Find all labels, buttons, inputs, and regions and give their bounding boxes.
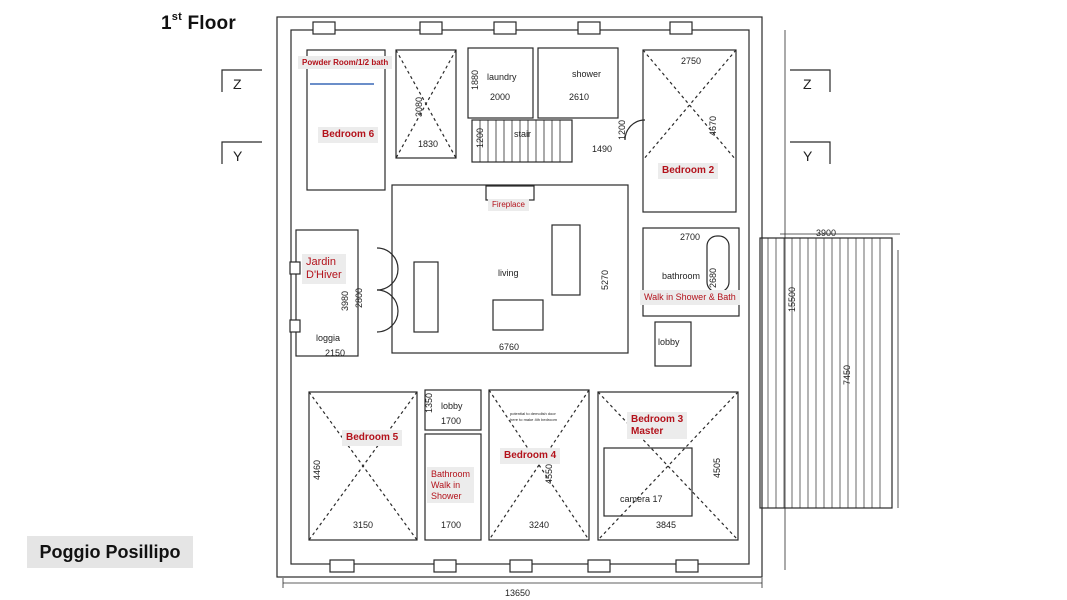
label-fireplace: Fireplace xyxy=(488,199,529,211)
note-text-1: potential to demolish door xyxy=(510,411,556,416)
dim-2800: 2800 xyxy=(354,288,364,308)
lobby-center-text: lobby xyxy=(441,401,463,411)
laundry-outline xyxy=(467,47,534,119)
dim-4505: 4505 xyxy=(712,458,722,478)
loggia-text: loggia xyxy=(316,333,340,343)
bedroom-3-outline xyxy=(597,391,739,541)
section-z-right: Z xyxy=(803,76,812,92)
dim-15500: 15500 xyxy=(787,287,797,312)
dim-3150: 3150 xyxy=(353,520,373,530)
terrace-outline xyxy=(759,237,893,509)
outer-wall xyxy=(276,16,763,578)
label-bedroom-4: Bedroom 4 xyxy=(500,448,561,464)
label-powder-room: Powder Room/1/2 bath xyxy=(298,56,393,70)
section-marker-z-right xyxy=(790,69,831,92)
dim-4460: 4460 xyxy=(312,460,322,480)
dim-13650: 13650 xyxy=(505,588,530,598)
dim-1200-a: 1200 xyxy=(475,128,485,148)
dim-2150: 2150 xyxy=(325,348,345,358)
dim-6760: 6760 xyxy=(499,342,519,352)
bed-bedroom-3 xyxy=(603,447,693,517)
dim-4550: 4550 xyxy=(544,464,554,484)
stair-outline xyxy=(471,119,573,163)
shower-text: shower xyxy=(572,69,601,79)
dim-5270: 5270 xyxy=(600,270,610,290)
dim-2610: 2610 xyxy=(569,92,589,102)
brand-name: Poggio Posillipo xyxy=(39,541,181,562)
bathroom-text: bathroom xyxy=(662,271,700,281)
bedroom-4-outline xyxy=(488,389,590,541)
dim-3845: 3845 xyxy=(656,520,676,530)
dim-1700-b: 1700 xyxy=(441,520,461,530)
label-bedroom-3-line-1: Bedroom 3 xyxy=(631,414,684,425)
label-jardin-line-1: Jardin xyxy=(306,256,336,268)
lobby-right-text: lobby xyxy=(658,337,680,347)
camera-text: camera 17 xyxy=(620,494,663,504)
section-marker-z-left xyxy=(221,69,262,92)
loggia-outline xyxy=(295,229,359,357)
section-y-left: Y xyxy=(233,148,243,164)
laundry-text: laundry xyxy=(487,72,517,82)
floor-suffix: st xyxy=(171,11,182,23)
dim-1880: 1880 xyxy=(470,70,480,90)
dim-1490: 1490 xyxy=(592,144,612,154)
dim-1200-b: 1200 xyxy=(617,120,627,140)
dim-1350: 1350 xyxy=(424,393,434,413)
label-bedroom-3-master: Bedroom 3 Master xyxy=(627,412,688,439)
bathroom-walk-in-outline xyxy=(424,433,482,541)
floor-number: 1 xyxy=(161,13,172,34)
dim-4670: 4670 xyxy=(708,116,718,136)
dim-1700-a: 1700 xyxy=(441,416,461,426)
sofa-left xyxy=(413,261,439,333)
section-y-right: Y xyxy=(803,148,813,164)
note-text-2: here to make 4th bedroom xyxy=(510,417,558,422)
living-text: living xyxy=(498,268,519,278)
floor-title: 1st Floor xyxy=(161,11,236,35)
dim-1830: 1830 xyxy=(418,139,438,149)
bathroom-outline xyxy=(642,227,740,317)
dim-2750: 2750 xyxy=(681,56,701,66)
label-bath-walk-line-2: Walk in xyxy=(431,479,461,490)
dim-2680: 2680 xyxy=(708,268,718,288)
label-bath-walk-line-3: Shower xyxy=(431,490,462,501)
dim-3900: 3900 xyxy=(816,228,836,238)
label-jardin-dhiver: Jardin D'Hiver xyxy=(302,254,346,285)
shower-outline xyxy=(537,47,619,119)
sofa-right xyxy=(551,224,581,296)
sofa-bottom xyxy=(492,299,544,331)
floor-word: Floor xyxy=(187,13,236,34)
dim-2700: 2700 xyxy=(680,232,700,242)
fireplace-outline xyxy=(485,185,535,201)
dim-3240: 3240 xyxy=(529,520,549,530)
brand-box: Poggio Posillipo xyxy=(27,536,193,568)
section-marker-y-left xyxy=(221,141,262,164)
label-walk-in-shower-bath: Walk in Shower & Bath xyxy=(640,290,740,305)
section-marker-y-right xyxy=(790,141,831,164)
powder-room-outline xyxy=(395,49,457,159)
dim-3980: 3980 xyxy=(340,291,350,311)
dim-7450: 7450 xyxy=(842,365,852,385)
stair-text: stair xyxy=(514,129,531,139)
label-bathroom-walk-in-shower: Bathroom Walk in Shower xyxy=(427,467,475,504)
bedroom-6-outline xyxy=(306,49,386,191)
label-bedroom-3-line-2: Master xyxy=(631,425,664,437)
living-outline xyxy=(391,184,629,354)
section-z-left: Z xyxy=(233,76,242,92)
bedroom-5-outline xyxy=(308,391,418,541)
dim-2000: 2000 xyxy=(490,92,510,102)
bedroom-2-outline xyxy=(642,49,737,213)
label-bath-walk-line-1: Bathroom xyxy=(431,469,471,479)
dim-3080: 3080 xyxy=(414,97,424,117)
label-bedroom-2: Bedroom 2 xyxy=(658,163,719,179)
label-bedroom-5: Bedroom 5 xyxy=(342,430,403,446)
label-jardin-line-2: D'Hiver xyxy=(306,269,342,282)
lobby-center-outline xyxy=(424,389,482,431)
label-bedroom-6: Bedroom 6 xyxy=(318,127,379,143)
lobby-right-outline xyxy=(654,321,692,367)
